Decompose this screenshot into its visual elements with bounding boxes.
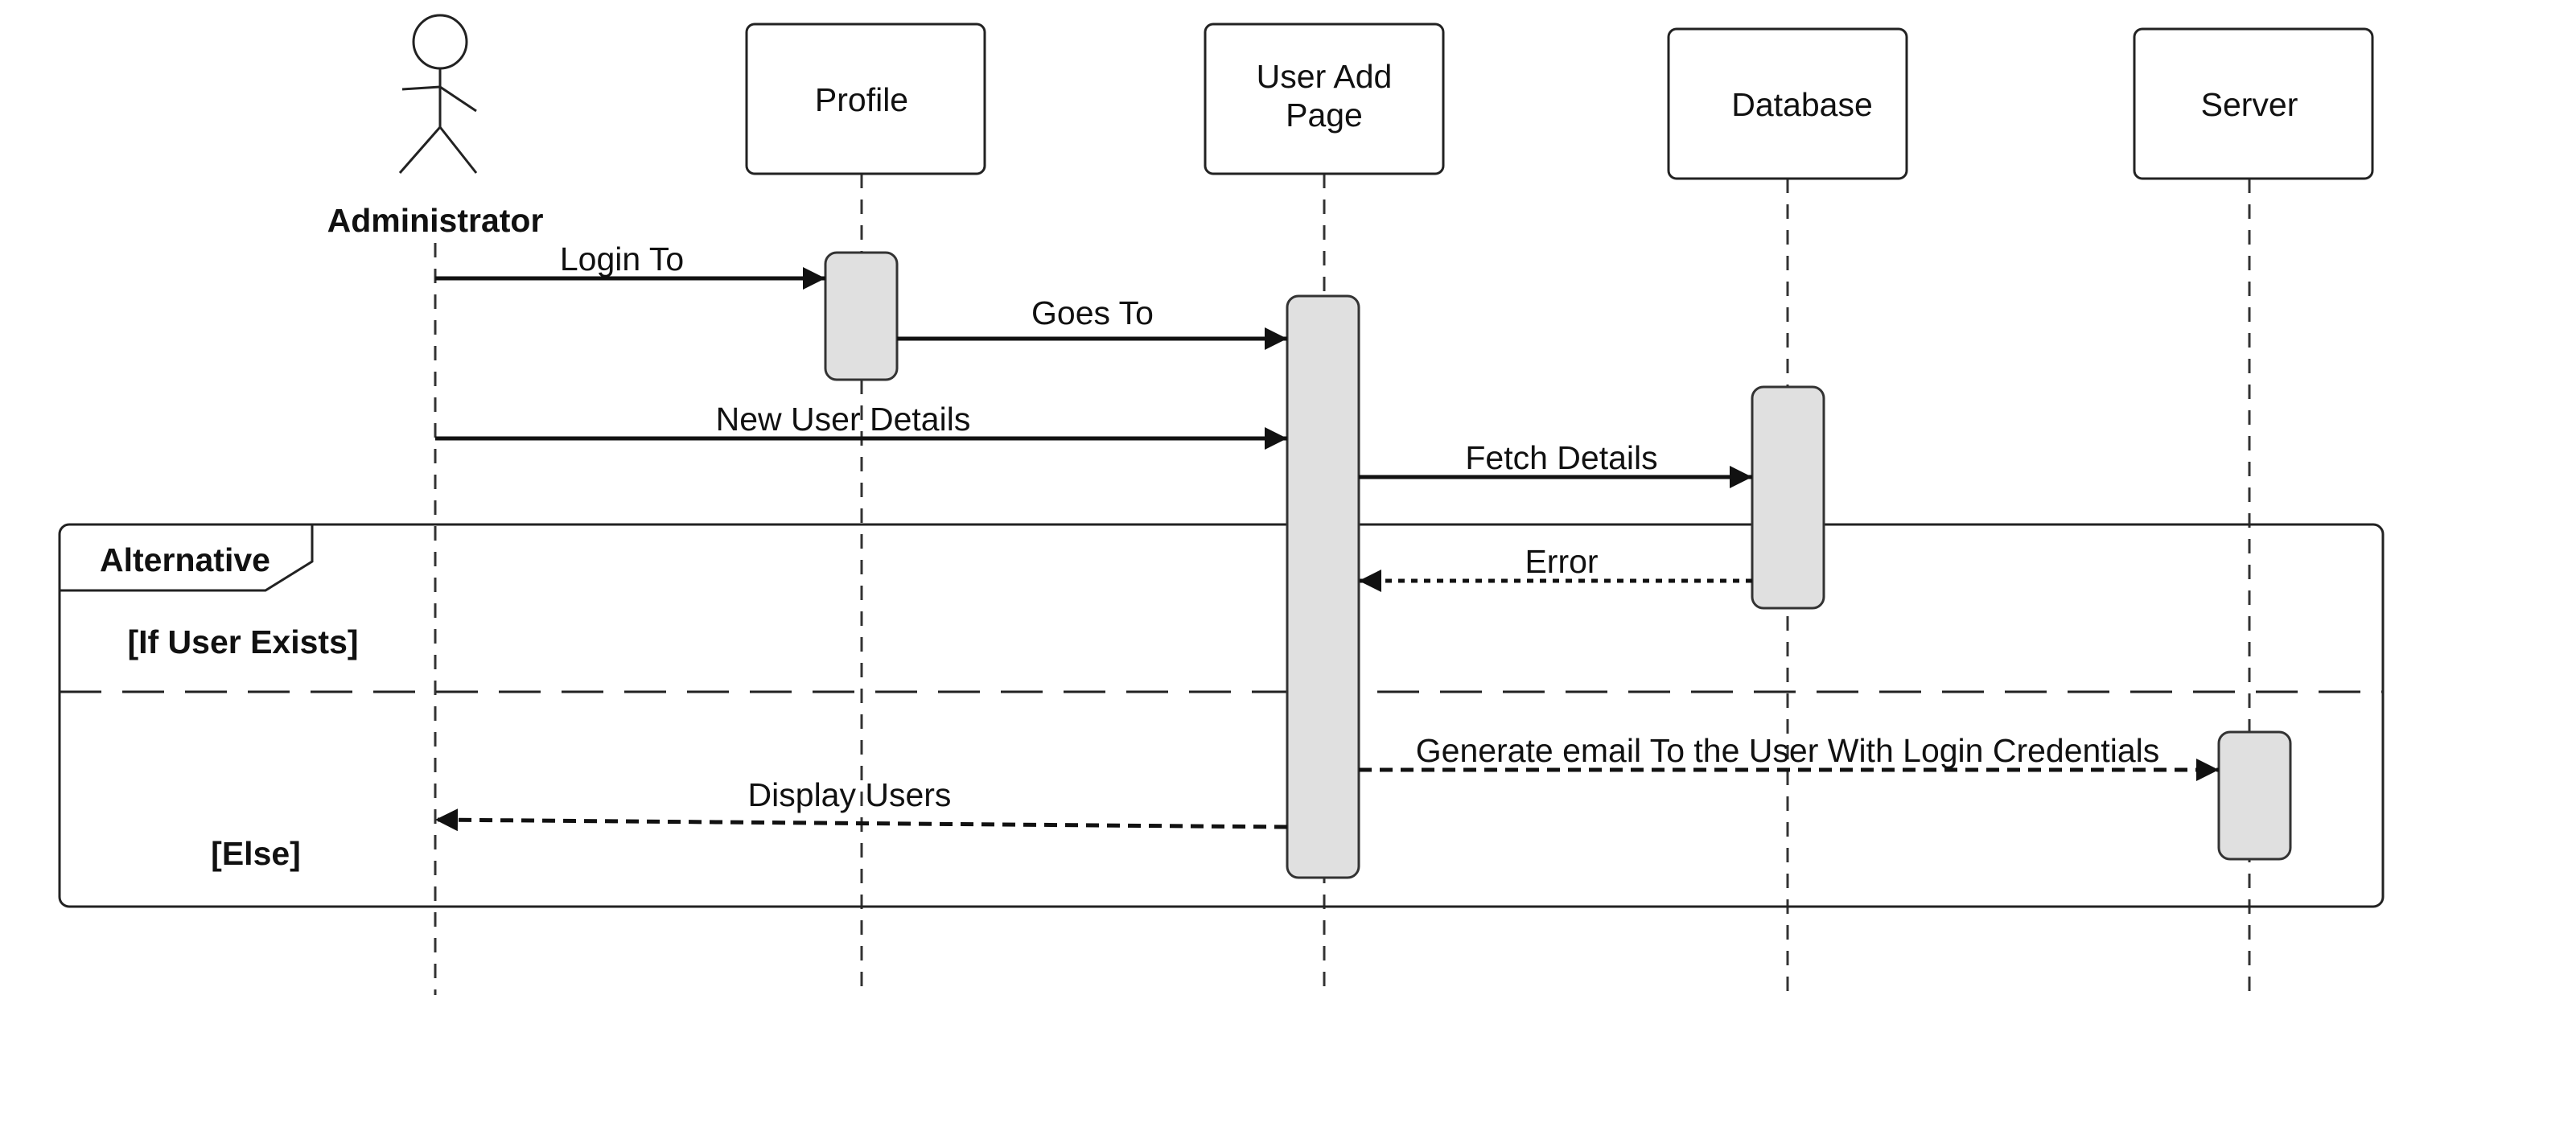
participant-label-line-1: User Add: [1257, 58, 1393, 95]
participant-box: [1204, 23, 1445, 175]
participant-database: Database: [1667, 27, 1908, 180]
participant-label: Profile: [815, 81, 908, 118]
message-error: Error: [1359, 543, 1752, 592]
activation-database: [1751, 385, 1825, 610]
activation-user-add-page: [1286, 294, 1360, 879]
message-generate-email: Generate email To the User With Login Cr…: [1359, 732, 2219, 781]
message-display-users: Display Users: [434, 776, 1288, 832]
message-label: Error: [1525, 543, 1598, 580]
participant-box: [745, 23, 986, 175]
message-label: New User Details: [716, 401, 971, 438]
message-label: Display Users: [748, 776, 952, 813]
activation-server: [2217, 730, 2292, 861]
message-login-to: Login To: [435, 241, 825, 290]
activations: [824, 251, 2292, 879]
message-label: Generate email To the User With Login Cr…: [1416, 732, 2159, 769]
participant-user-add-page: User Add Page: [1204, 23, 1445, 175]
fragment-operator-tab: [60, 524, 314, 592]
message-label: Fetch Details: [1465, 439, 1657, 476]
message-fetch-details: Fetch Details: [1359, 439, 1752, 488]
participant-box: [2133, 27, 2374, 180]
message-arrow: [434, 808, 1288, 832]
participant-label-line-2: Page: [1286, 97, 1363, 134]
actor-label: Administrator: [327, 202, 544, 239]
guard-if-user-exists: [If User Exists]: [127, 623, 358, 660]
participant-profile: Profile: [745, 23, 986, 175]
fragment-frame: [58, 523, 2385, 908]
actor-icon: [398, 14, 478, 174]
participant-administrator: Administrator: [327, 14, 544, 239]
participant-box: [1667, 27, 1908, 180]
guard-else: [Else]: [211, 835, 301, 872]
participant-server: Server: [2133, 27, 2374, 180]
participant-label: Database: [1731, 86, 1873, 123]
message-label: Login To: [560, 241, 684, 278]
activation-profile: [824, 251, 899, 381]
message-label: Goes To: [1031, 294, 1154, 331]
fragment-operator-label: Alternative: [100, 541, 270, 578]
message-goes-to: Goes To: [897, 294, 1287, 350]
message-new-user-details: New User Details: [435, 401, 1287, 450]
participant-label: Server: [2201, 86, 2298, 123]
alt-fragment: Alternative [If User Exists] [Else]: [58, 523, 2385, 908]
